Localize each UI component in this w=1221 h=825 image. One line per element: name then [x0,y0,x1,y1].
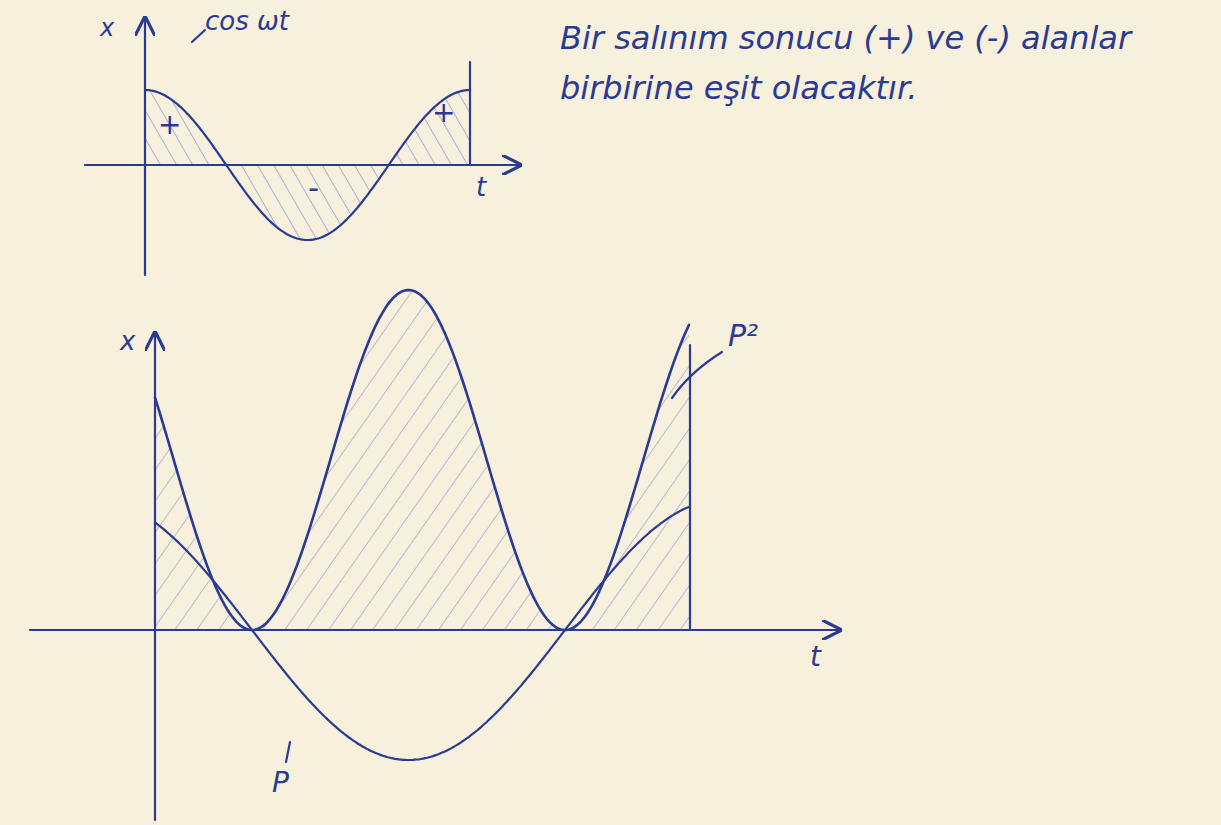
leader-line [672,352,722,398]
axis-label: + [432,96,455,130]
leader-line [192,30,205,42]
axis-label: x [100,14,114,43]
axis-label: x [120,326,135,357]
axis-label: t [476,172,486,203]
axis-label: t [810,640,821,674]
x-axis [144,18,146,275]
x-axis [154,333,156,820]
axis-label: P [272,766,289,800]
period-end-line [689,345,691,630]
axis-label: P² [728,318,758,354]
hatched-area [155,290,690,630]
note-text: Bir salınım sonucu (+) ve (-) alanlar bi… [560,14,1180,113]
p-squared-curve [155,290,689,630]
p-curve [155,507,689,760]
axis-label: cos ωt [205,6,289,37]
axis-label: + [158,108,181,142]
leader-line [286,742,290,762]
axis-label: - [308,170,319,206]
t-axis [85,164,520,166]
period-end-line [469,62,471,165]
cosine-curve [145,90,469,240]
t-axis [30,629,840,631]
